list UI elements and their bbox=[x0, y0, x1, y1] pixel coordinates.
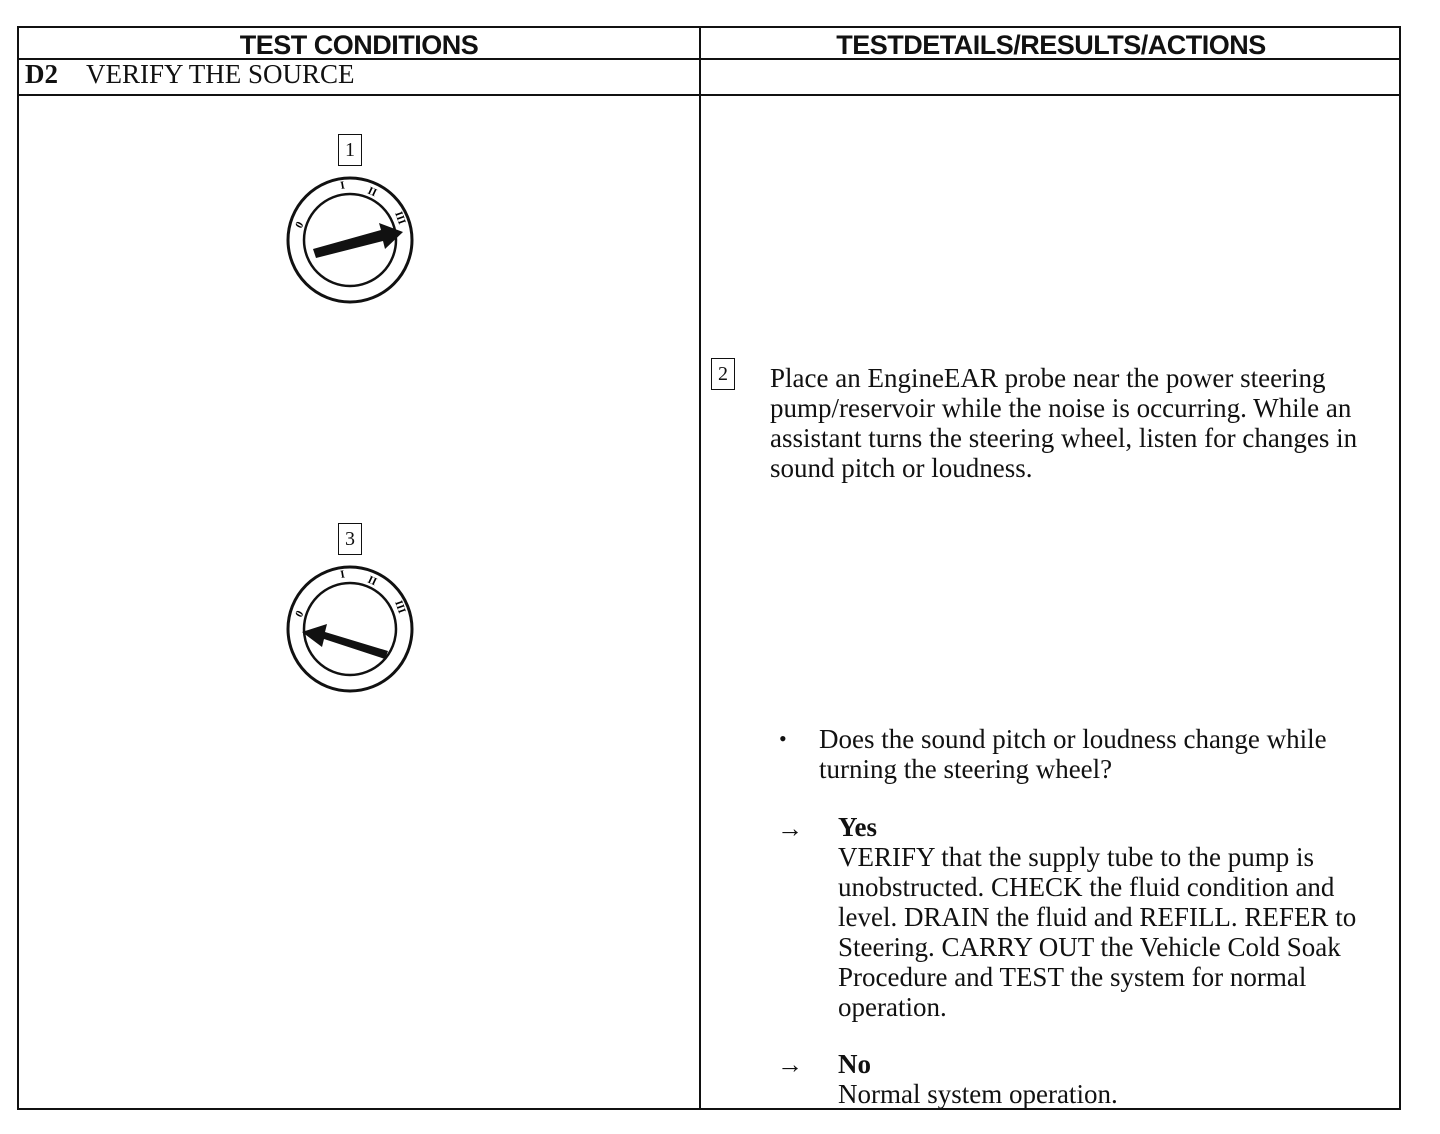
dial-mark-iii: III bbox=[392, 210, 408, 226]
dial-mark-0: 0 bbox=[293, 219, 306, 230]
dial-mark-0: 0 bbox=[293, 608, 306, 619]
header-divider bbox=[19, 58, 1399, 60]
test-table: TEST CONDITIONS TESTDETAILS/RESULTS/ACTI… bbox=[17, 26, 1401, 1110]
yes-arrow-icon: → bbox=[777, 814, 803, 843]
header-test-conditions: TEST CONDITIONS bbox=[239, 30, 479, 60]
step-row-divider bbox=[19, 94, 1399, 96]
option-yes-label: Yes bbox=[838, 812, 877, 842]
option-yes: Yes VERIFY that the supply tube to the p… bbox=[838, 812, 1394, 1022]
option-no-text: Normal system operation. bbox=[838, 1079, 1118, 1109]
callout-1: 1 bbox=[338, 134, 362, 166]
option-no: No Normal system operation. bbox=[838, 1049, 1394, 1109]
no-arrow-icon: → bbox=[777, 1050, 803, 1079]
step-title: VERIFY THE SOURCE bbox=[86, 59, 355, 89]
dial-mark-iii: III bbox=[392, 599, 408, 615]
dial-mark-i: I bbox=[339, 568, 345, 581]
option-no-label: No bbox=[838, 1049, 871, 1079]
step-id: D2 bbox=[25, 59, 58, 89]
header-test-details: TESTDETAILS/RESULTS/ACTIONS bbox=[836, 30, 1266, 60]
ignition-switch-position-iii-icon: 0 I II III bbox=[286, 176, 414, 304]
instruction-text: Place an EngineEAR probe near the power … bbox=[770, 363, 1358, 483]
ignition-switch-position-0-icon: 0 I II III bbox=[286, 565, 414, 693]
callout-2: 2 bbox=[711, 358, 735, 390]
callout-3: 3 bbox=[338, 523, 362, 555]
step-title-row: D2 VERIFY THE SOURCE bbox=[25, 58, 355, 90]
option-yes-text: VERIFY that the supply tube to the pump … bbox=[838, 842, 1357, 1022]
question-text: Does the sound pitch or loudness change … bbox=[819, 724, 1327, 784]
dial-mark-i: I bbox=[339, 179, 345, 192]
question-bullet: • bbox=[779, 726, 787, 751]
column-divider bbox=[699, 28, 701, 1108]
